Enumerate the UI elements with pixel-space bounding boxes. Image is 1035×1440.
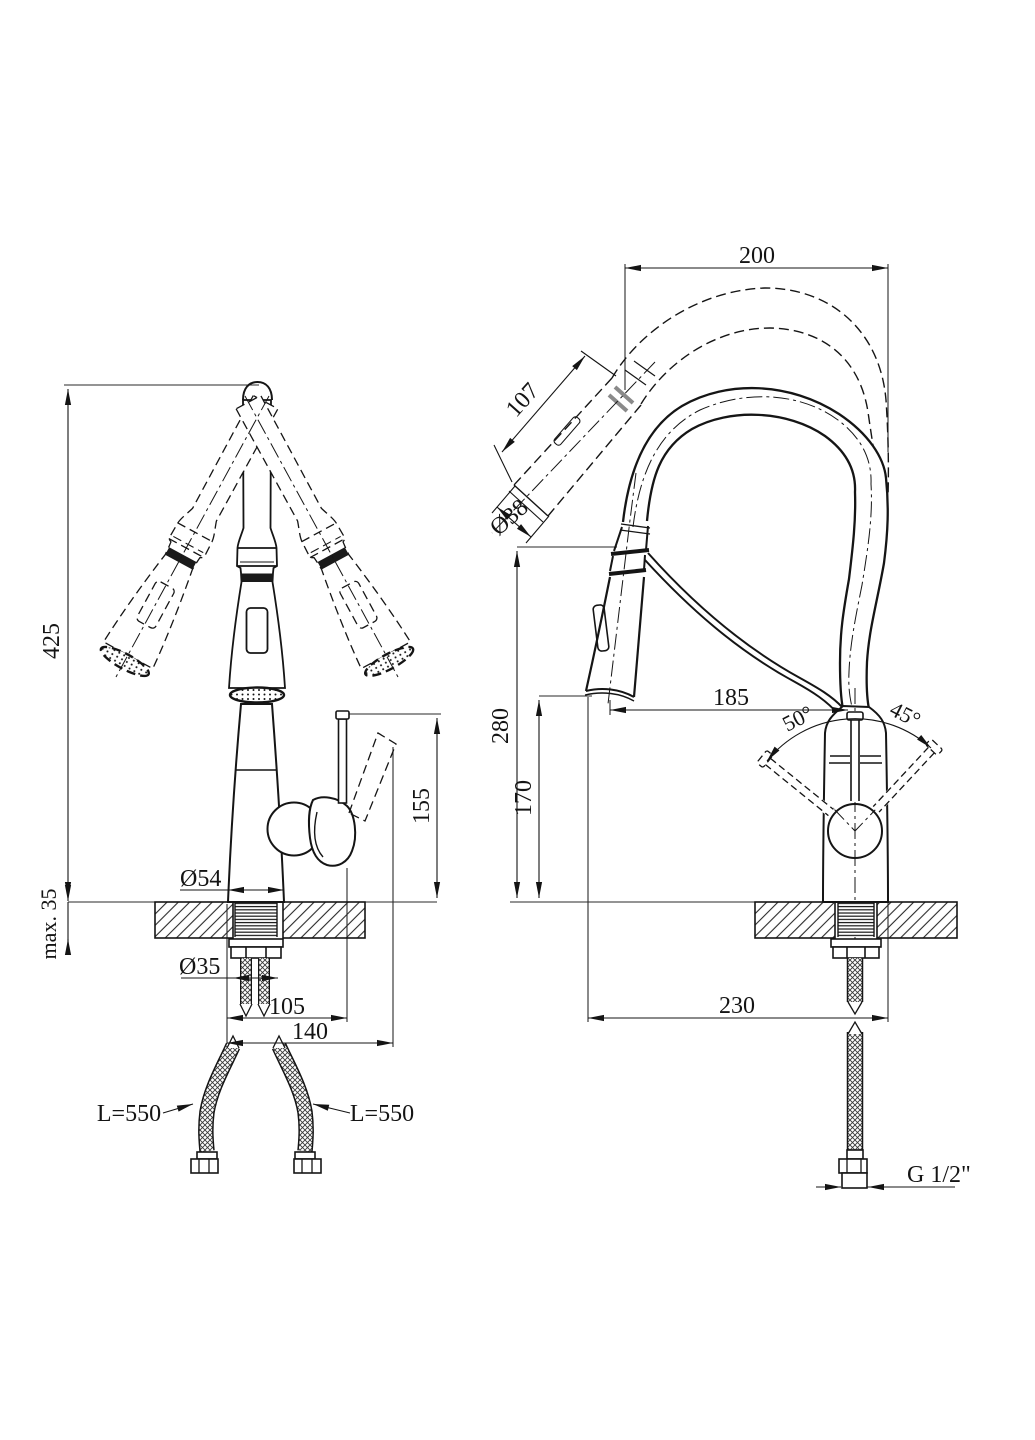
threaded-shank-front (235, 903, 277, 937)
spout-arch (621, 387, 889, 710)
handle-swing-arc (766, 718, 932, 762)
dim-total-height: 425 (39, 623, 65, 659)
label-hose-length-right: L=550 (350, 1101, 414, 1127)
handle-stick-front (337, 718, 348, 804)
dim-outlet-reach: 185 (713, 685, 749, 711)
dim-outlet-height: 170 (511, 780, 537, 816)
dim-shank-diameter: Ø35 (179, 954, 220, 980)
thread-fitting (841, 1172, 868, 1189)
front-view (64, 380, 441, 1174)
dim-handle-height: 155 (409, 788, 435, 824)
dim-base-diameter: Ø54 (180, 866, 221, 892)
label-hose-length-left: L=550 (97, 1101, 161, 1127)
spout-centerline (632, 396, 872, 713)
front-view-labels: 425 max. 35 155 Ø54 Ø35 105 140 L=550 L=… (36, 623, 435, 1127)
dim-spout-reach: 200 (739, 243, 775, 269)
mounting-nut-side (830, 938, 882, 959)
handle-swung-position-front (348, 732, 397, 822)
spout-raised-position (611, 287, 890, 498)
dim-countertop-thickness: max. 35 (36, 889, 61, 960)
side-view-dimensions (491, 264, 955, 1191)
spray-head-side (584, 472, 651, 705)
countertop-side (754, 901, 958, 939)
side-view (491, 264, 958, 1191)
handle-base-front (308, 796, 357, 867)
threaded-shank-side (838, 903, 874, 937)
countertop-front (154, 901, 366, 939)
dim-offset-140: 140 (292, 1019, 328, 1045)
label-connection-thread: G 1/2" (907, 1162, 971, 1188)
supply-hoses-front (190, 1034, 322, 1174)
spout-arch-fill (623, 388, 888, 709)
dim-overall-reach: 230 (719, 993, 755, 1019)
mounting-nut-front (228, 938, 284, 959)
supply-hose-side (838, 958, 868, 1189)
dim-spout-height: 280 (488, 708, 514, 744)
dim-offset-105: 105 (269, 994, 305, 1020)
spout-dome (242, 380, 273, 401)
front-view-dimensions (64, 389, 441, 1114)
